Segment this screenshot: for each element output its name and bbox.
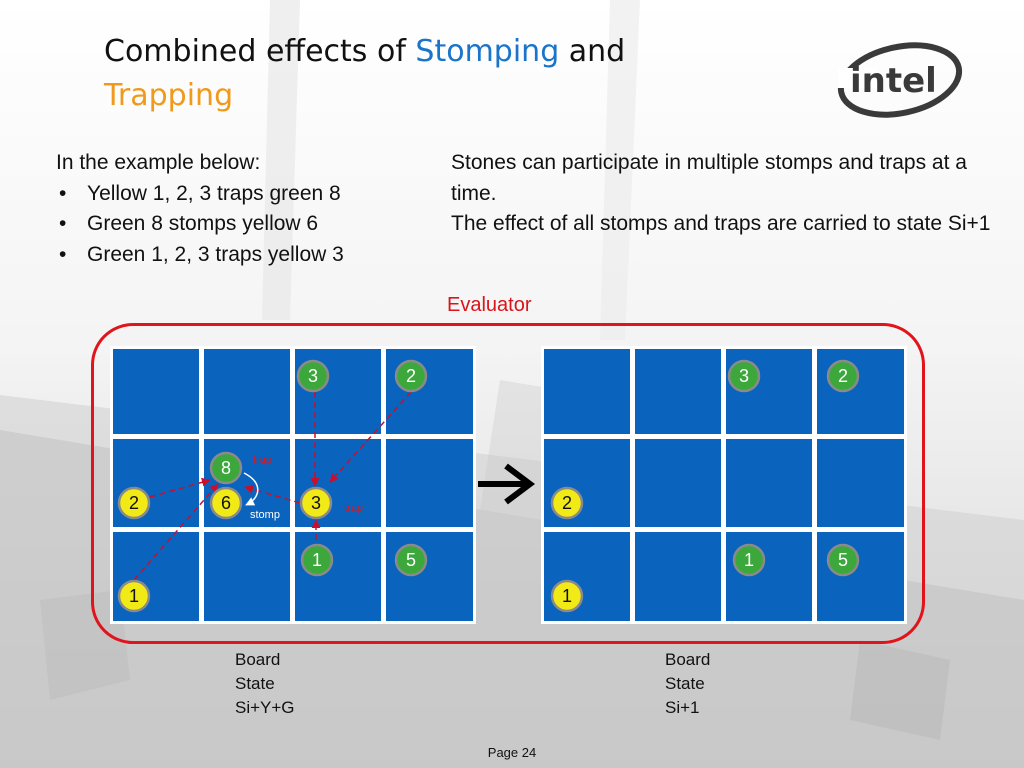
- board-cell: [726, 532, 812, 621]
- example-intro: In the example below:: [56, 151, 261, 174]
- stone-label: 1: [129, 586, 139, 606]
- stone-label: 2: [838, 366, 848, 386]
- board-cell: [204, 349, 290, 434]
- stone-green: 2: [826, 359, 860, 393]
- page-number: Page 24: [487, 745, 537, 760]
- caption-line: State: [235, 674, 275, 693]
- board-right-caption: Board State Si+1: [665, 648, 710, 720]
- stone-yellow: 3: [299, 486, 333, 520]
- stone-label: 3: [739, 366, 749, 386]
- stomp-arrow: [243, 472, 259, 506]
- stone-green: 5: [394, 543, 428, 577]
- evaluator-label: Evaluator: [447, 294, 532, 316]
- stone-green: 2: [394, 359, 428, 393]
- intel-logo-icon: intel: [837, 42, 963, 118]
- board-cell: [204, 532, 290, 621]
- trap-arrow: [133, 483, 219, 581]
- stone-green: 5: [826, 543, 860, 577]
- explanation-line-2: The effect of all stomps and traps are c…: [451, 212, 991, 235]
- stone-label: 2: [562, 493, 572, 513]
- board-left: trap trap stomp 3 2 8 2 6 3 1: [110, 346, 476, 624]
- board-cell: [817, 532, 904, 621]
- intel-logo-text: intel: [850, 61, 937, 101]
- stone-label: 5: [838, 550, 848, 570]
- stone-label: 6: [221, 493, 231, 513]
- stone-label: 1: [562, 586, 572, 606]
- title-stomping: Stomping: [415, 34, 560, 69]
- board-cell: [635, 349, 721, 434]
- stone-green: 3: [296, 359, 330, 393]
- trap-label: trap: [344, 502, 363, 514]
- board-cell: [295, 532, 381, 621]
- caption-line: Si+Y+G: [235, 698, 295, 717]
- stone-green: 1: [732, 543, 766, 577]
- stone-yellow: 2: [550, 486, 584, 520]
- stone-green: 1: [300, 543, 334, 577]
- stomp-label: stomp: [250, 509, 280, 521]
- bullet-item: Yellow 1, 2, 3 traps green 8: [56, 179, 436, 210]
- board-cell: [726, 439, 812, 527]
- board-cell: [386, 349, 473, 434]
- trap-arrow: [329, 391, 412, 483]
- title-prefix: Combined effects of: [104, 34, 416, 69]
- board-cell: [544, 349, 630, 434]
- title-and: and: [559, 34, 626, 69]
- stone-label: 1: [312, 550, 322, 570]
- example-bullet-list: Yellow 1, 2, 3 traps green 8 Green 8 sto…: [56, 179, 436, 271]
- stone-yellow: 1: [117, 579, 151, 613]
- stone-yellow: 2: [117, 486, 151, 520]
- stone-label: 3: [308, 366, 318, 386]
- board-cell: [386, 532, 473, 621]
- stone-label: 5: [406, 550, 416, 570]
- evaluator-box: [91, 323, 925, 644]
- board-cell: [635, 439, 721, 527]
- bullet-item: Green 8 stomps yellow 6: [56, 209, 436, 240]
- board-right: 3 2 2 1 5 1: [541, 346, 907, 624]
- stone-yellow: 6: [209, 486, 243, 520]
- stone-label: 3: [311, 493, 321, 513]
- board-cell: [635, 532, 721, 621]
- explanation-text: Stones can participate in multiple stomp…: [451, 148, 991, 240]
- stone-label: 1: [744, 550, 754, 570]
- stone-label: 2: [129, 493, 139, 513]
- example-text: In the example below: Yellow 1, 2, 3 tra…: [56, 148, 436, 270]
- board-cell: [817, 439, 904, 527]
- board-cell: [386, 439, 473, 527]
- stone-green: 3: [727, 359, 761, 393]
- stone-green: 8: [209, 451, 243, 485]
- caption-line: Board: [235, 650, 281, 669]
- caption-line: State: [665, 674, 705, 693]
- stone-yellow: 1: [550, 579, 584, 613]
- board-cell: [817, 349, 904, 434]
- stone-label: 2: [406, 366, 416, 386]
- caption-line: Si+1: [665, 698, 700, 717]
- board-cell: [113, 349, 199, 434]
- caption-line: Board: [665, 650, 711, 669]
- right-arrow-icon: [478, 463, 535, 505]
- trap-arrow: [149, 477, 211, 498]
- bullet-item: Green 1, 2, 3 traps yellow 3: [56, 240, 436, 271]
- title-trapping: Trapping: [104, 78, 234, 113]
- trap-label: trap: [253, 454, 272, 466]
- board-left-caption: Board State Si+Y+G: [235, 648, 295, 720]
- stone-label: 8: [221, 458, 231, 478]
- explanation-line-1: Stones can participate in multiple stomp…: [451, 151, 967, 205]
